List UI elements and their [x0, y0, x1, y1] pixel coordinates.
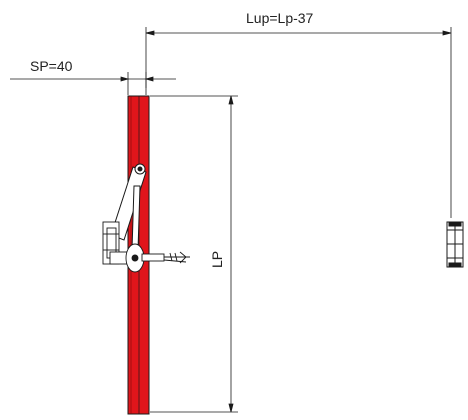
lup-arrow-right	[442, 30, 452, 36]
lup-arrow-left	[145, 30, 155, 36]
lp-dim-label: LP	[209, 251, 225, 268]
handle-spindle	[131, 254, 139, 262]
sp-arrow-right	[144, 76, 154, 82]
frame-section	[446, 221, 464, 268]
handle-hatch-1	[169, 252, 173, 262]
frame-section-cap-top	[448, 221, 462, 227]
arm-link-lower	[131, 185, 141, 251]
sp-dimension	[10, 72, 176, 95]
handle-grip	[141, 253, 165, 262]
lup-dimension	[145, 27, 452, 218]
handle	[125, 243, 190, 273]
handle-tip	[179, 251, 187, 264]
sp-dim-label: SP=40	[30, 58, 73, 74]
handle-lever-2	[163, 259, 187, 263]
lp-dimension	[150, 95, 238, 413]
frame-section-cap-bottom	[448, 262, 462, 268]
lup-dim-label: Lup=Lp-37	[246, 10, 314, 26]
lp-arrow-bottom	[228, 403, 234, 413]
scissor-arm	[110, 163, 147, 251]
handle-hatch-2	[174, 252, 178, 262]
sp-arrow-left	[120, 76, 130, 82]
arm-pivot-top-inner	[137, 166, 143, 172]
lp-arrow-top	[228, 95, 234, 105]
